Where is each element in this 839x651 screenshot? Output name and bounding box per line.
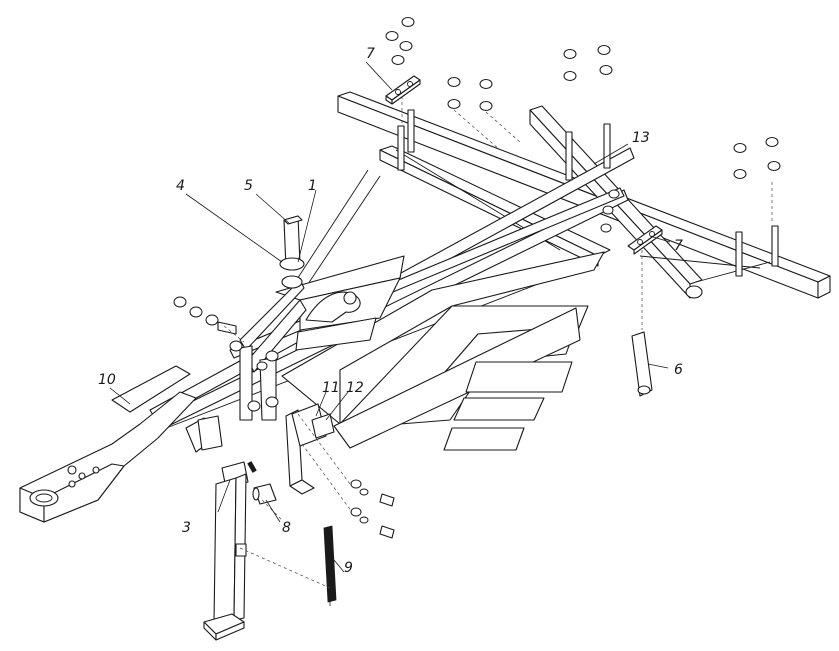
callout-7-right: 7	[674, 238, 683, 254]
chevron-shield-panel	[281, 251, 605, 451]
clamp-plates	[385, 75, 663, 255]
callout-10: 10	[98, 372, 116, 388]
callout-leaders	[109, 61, 671, 573]
callout-labels: 1 3 4 5 6 7 7 8 9 10 11 12 13	[98, 46, 683, 576]
hitch-side-plates	[239, 279, 307, 421]
callout-1: 1	[308, 178, 317, 194]
callout-4: 4	[176, 178, 185, 194]
jack-stand	[203, 461, 249, 641]
drawbar-tongue	[19, 365, 223, 523]
clamp-bracket	[285, 403, 335, 495]
callout-9: 9	[344, 560, 353, 576]
callout-11: 11	[322, 380, 340, 396]
locking-pin	[247, 461, 277, 505]
callout-8: 8	[282, 520, 291, 536]
callout-12: 12	[346, 380, 364, 396]
callout-3: 3	[182, 520, 191, 536]
u-bolts	[397, 96, 779, 397]
callout-13: 13	[632, 130, 650, 146]
callout-5: 5	[244, 178, 253, 194]
hex-nuts	[173, 17, 781, 539]
callout-7-top: 7	[366, 46, 375, 62]
rear-cross-beam	[337, 91, 831, 299]
threaded-rod	[323, 525, 337, 606]
kingpin-post	[279, 215, 305, 289]
callout-6: 6	[674, 362, 683, 378]
